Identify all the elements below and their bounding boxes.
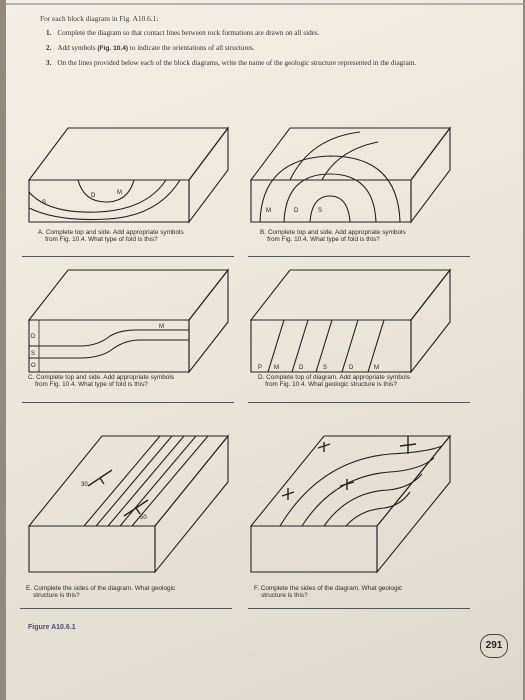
block-diagram-a: S D M [28, 126, 230, 224]
block-diagram-f [250, 434, 452, 574]
caption-c: C. Complete top and side. Add appropriat… [28, 374, 175, 388]
step-3-text: On the lines provided below each of the … [57, 59, 417, 67]
label-e-dip-30: 30 [81, 482, 88, 488]
caption-f: F. Complete the sides of the diagram. Wh… [254, 585, 403, 599]
label-b-s: S [318, 208, 322, 214]
header-rule [6, 3, 523, 5]
caption-e: E. Complete the sides of the diagram. Wh… [26, 585, 176, 599]
answer-line-d[interactable] [248, 402, 470, 403]
block-diagram-d: P M D S D M [250, 268, 452, 374]
label-e-dip-50: 50 [140, 515, 147, 521]
step-1-number: 1. [46, 29, 52, 37]
label-c-o: O [31, 363, 36, 369]
block-diagram-e: 30 50 [28, 434, 230, 574]
label-d-m2: M [374, 365, 379, 371]
answer-line-b[interactable] [248, 256, 470, 257]
label-c-m: M [159, 324, 164, 330]
page-number: 291 [480, 634, 508, 658]
answer-line-e[interactable] [20, 608, 232, 609]
step-2: 2. Add symbols (Fig. 10.4) to indicate th… [46, 44, 255, 52]
label-d-d: D [299, 365, 304, 371]
figure-label: Figure A10.6.1 [28, 624, 76, 631]
step-3: 3. On the lines provided below each of th… [46, 59, 416, 67]
step-1-text: Complete the diagram so that contact lin… [57, 29, 320, 37]
step-1: 1. Complete the diagram so that contact l… [46, 29, 319, 37]
step-2-number: 2. [46, 44, 52, 52]
label-c-s: S [31, 351, 35, 357]
label-b-m: M [266, 208, 271, 214]
answer-line-f[interactable] [248, 608, 470, 609]
label-a-m: M [117, 190, 122, 196]
caption-a: A. Complete top and side. Add appropriat… [38, 229, 184, 243]
label-d-s: S [323, 365, 327, 371]
label-a-d: D [91, 193, 96, 199]
step-2-text-pre: Add symbols [57, 44, 98, 52]
label-d-d2: D [349, 365, 354, 371]
step-3-number: 3. [46, 59, 52, 67]
instructions-intro: For each block diagram in Fig. A10.6.1: [40, 14, 159, 23]
label-d-p: P [258, 365, 262, 371]
answer-line-a[interactable] [22, 256, 234, 257]
step-2-figure-ref: (Fig. 10.4) [97, 45, 129, 52]
block-diagram-b: M D S [250, 126, 452, 224]
caption-d: D. Complete top of diagram. Add appropri… [258, 374, 411, 388]
label-d-m1: M [274, 365, 279, 371]
caption-b: B. Complete top and side. Add appropriat… [260, 229, 406, 243]
label-a-s: S [42, 200, 46, 206]
label-b-d: D [294, 208, 299, 214]
workbook-page: For each block diagram in Fig. A10.6.1: … [6, 0, 523, 700]
step-2-text-post: to indicate the orientations of all stru… [128, 44, 255, 52]
answer-line-c[interactable] [22, 402, 234, 403]
label-c-d: D [31, 334, 36, 340]
block-diagram-c: D S O M [28, 268, 230, 374]
